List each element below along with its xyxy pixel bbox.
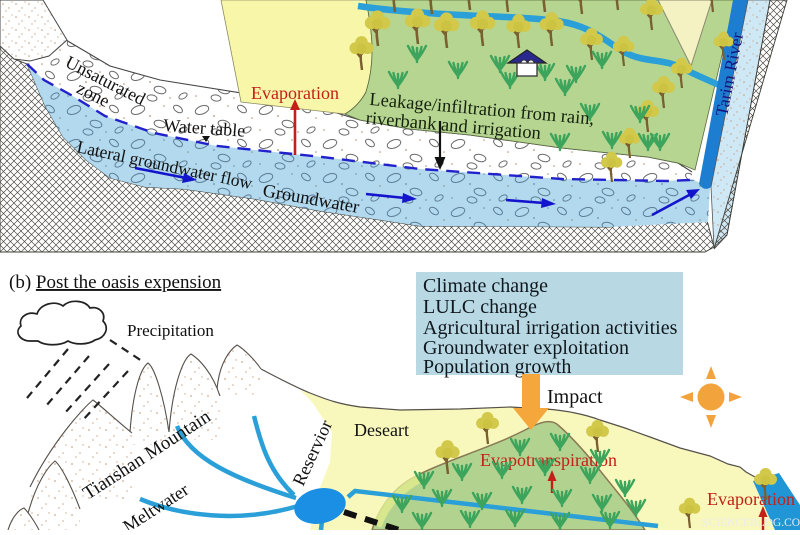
svg-text:SCIENCEBLOG.COM: SCIENCEBLOG.COM bbox=[702, 517, 800, 529]
svg-text:Evaporation: Evaporation bbox=[707, 489, 795, 509]
svg-text:Impact: Impact bbox=[547, 386, 603, 408]
svg-text:Population growth: Population growth bbox=[423, 356, 571, 378]
svg-text:LULC change: LULC change bbox=[423, 296, 537, 318]
svg-text:Evaporation: Evaporation bbox=[251, 83, 339, 103]
svg-text:Groundwater exploitation: Groundwater exploitation bbox=[423, 337, 629, 359]
svg-text:Deseart: Deseart bbox=[354, 420, 409, 440]
svg-text:Agricultural irrigation activi: Agricultural irrigation activities bbox=[423, 317, 678, 339]
svg-text:Climate change: Climate change bbox=[423, 275, 548, 297]
svg-text:(b) Post the oasis expension: (b) Post the oasis expension bbox=[9, 272, 222, 293]
svg-text:Precipitation: Precipitation bbox=[127, 321, 214, 340]
